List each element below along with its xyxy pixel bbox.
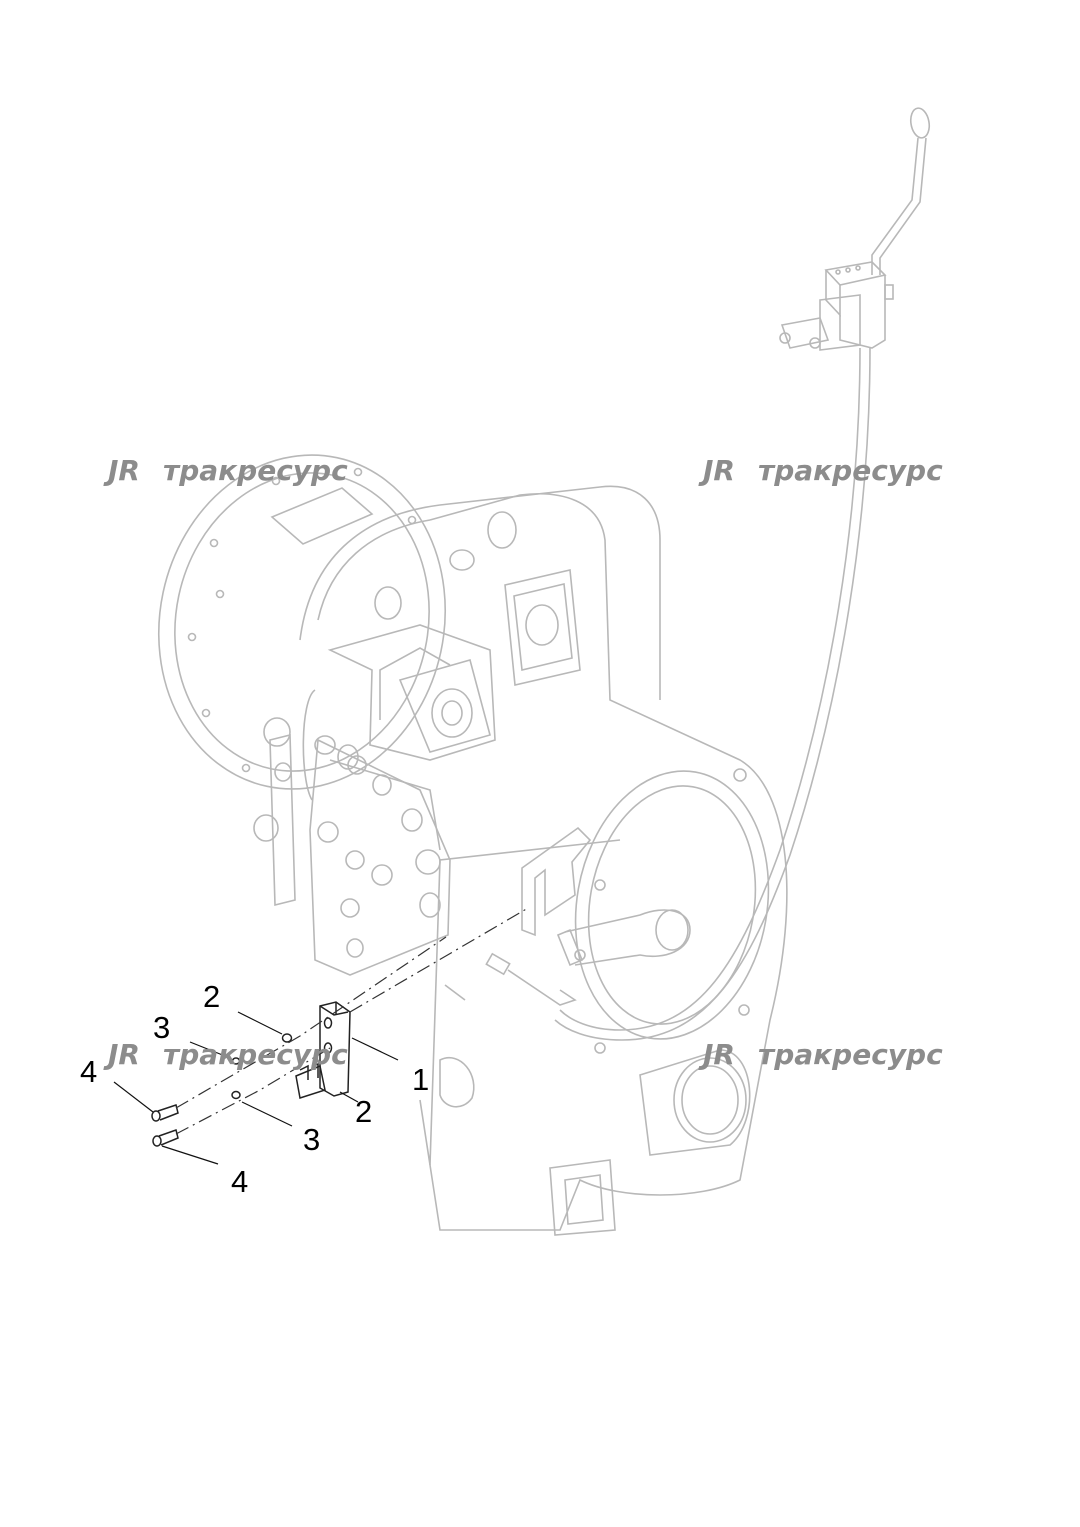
callout-2-upper: 2 xyxy=(203,979,220,1014)
watermark-bottom-left: JR тракресурс xyxy=(103,1038,348,1071)
callout-2-lower: 2 xyxy=(355,1094,372,1129)
transmission-assembly xyxy=(157,347,871,1236)
watermark-logo: JR xyxy=(698,1038,735,1071)
watermark-brand: тракресурс xyxy=(758,454,943,487)
washer-lower xyxy=(231,1090,241,1100)
callout-3-lower: 3 xyxy=(303,1122,320,1157)
washer-upper xyxy=(281,1033,293,1043)
shift-lever-assembly xyxy=(779,107,931,351)
watermark-logo: JR xyxy=(103,1038,140,1071)
watermark-top-right: JR тракресурс xyxy=(698,454,943,487)
callout-leaders xyxy=(113,1011,399,1165)
watermark-brand: тракресурс xyxy=(758,1038,943,1071)
bolt-lower xyxy=(152,1129,179,1147)
callout-labels: 1 2 2 3 3 4 4 xyxy=(80,979,429,1199)
watermark-brand: тракресурс xyxy=(163,1038,348,1071)
callout-4-upper: 4 xyxy=(80,1054,97,1089)
callout-4-lower: 4 xyxy=(231,1164,248,1199)
watermark-bottom-right: JR тракресурс xyxy=(698,1038,943,1071)
lock-washer-upper xyxy=(231,1057,241,1065)
watermark-logo: JR xyxy=(103,454,140,487)
exploded-bracket-parts xyxy=(151,907,529,1147)
callout-3-upper: 3 xyxy=(153,1010,170,1045)
callout-1: 1 xyxy=(412,1062,429,1097)
watermark-brand: тракресурс xyxy=(163,454,348,487)
bolt-upper xyxy=(151,1104,179,1122)
watermark-logo: JR xyxy=(698,454,735,487)
watermark-top-left: JR тракресурс xyxy=(103,454,348,487)
